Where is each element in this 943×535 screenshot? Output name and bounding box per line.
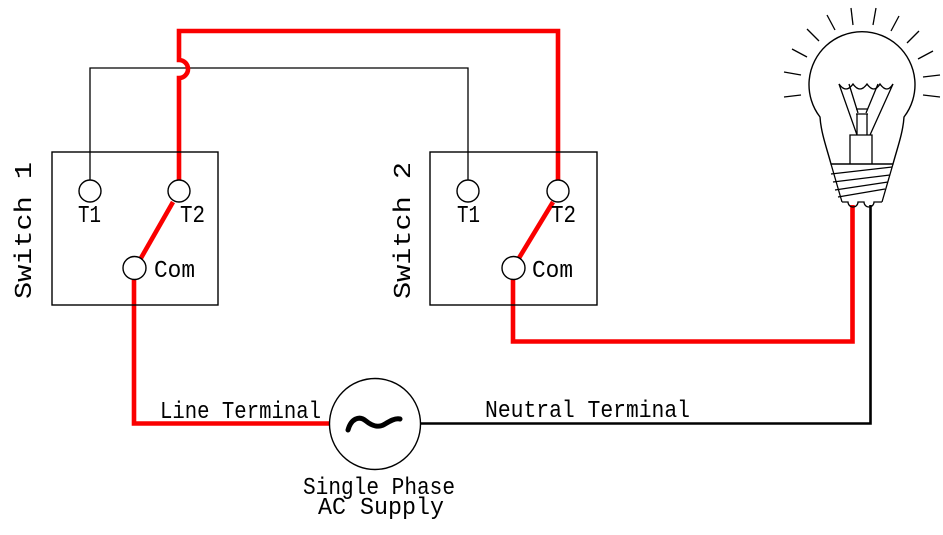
bulb-ray [850, 7, 854, 26]
light-bulb-icon [783, 7, 941, 208]
supply-label-line1: Single Phase [303, 475, 455, 502]
switch2-terminal-com-circle [501, 255, 526, 281]
bulb-ray [783, 71, 802, 76]
bulb-base [830, 163, 894, 208]
switch2-label: Switch 2 [391, 162, 418, 299]
live-wire-sw2-com-to-bulb [510, 205, 855, 344]
switch2-com-label: Com [532, 258, 573, 285]
switch1-com-label: Com [154, 258, 195, 285]
live-wires [131, 28, 855, 426]
bulb-ray [826, 14, 836, 31]
neutral-terminal-label: Neutral Terminal [485, 398, 690, 425]
bulb-ray [872, 7, 877, 26]
switch1-blade [139, 200, 175, 260]
bulb-rays [783, 7, 941, 98]
switch1-terminal-t1-circle [78, 179, 102, 203]
switch1-box [51, 151, 219, 306]
bulb-glass [808, 31, 916, 165]
bulb-ray [917, 50, 934, 60]
bulb-ray [890, 15, 900, 32]
bulb-ray [806, 28, 820, 42]
switch1-t2-label: T2 [180, 203, 205, 230]
switch2-terminal-t1-circle [456, 179, 480, 203]
switch2-t1-label: T1 [457, 203, 480, 230]
bulb-ray [906, 30, 920, 44]
switch1-terminal-com-circle [122, 255, 147, 281]
line-terminal-label: Line Terminal [160, 399, 321, 426]
traveler-wire-t1-to-t1 [89, 67, 469, 180]
bulb-ray [783, 94, 802, 98]
neutral-wire [420, 205, 872, 425]
switch2-t2-label: T2 [551, 203, 576, 230]
bulb-ray [791, 48, 808, 58]
switch2-terminal-t2-circle [546, 179, 570, 203]
supply-label-line2: AC Supply [318, 495, 444, 522]
bulb-threads [830, 166, 893, 198]
switch2-blade [517, 200, 555, 260]
switch1-terminal-t2-circle [167, 179, 191, 203]
live-wire-supply-to-sw1-com [131, 279, 330, 426]
switch2-box [429, 151, 598, 306]
ac-supply-icon [328, 377, 422, 471]
sine-wave-icon [345, 415, 403, 433]
bulb-ray [922, 94, 941, 98]
switch1-label: Switch 1 [12, 162, 39, 299]
live-wire-sw1-t2-to-sw2-t2 [176, 28, 561, 180]
bulb-ray [922, 74, 941, 78]
switch1-t1-label: T1 [78, 203, 101, 230]
bulb-filament [838, 82, 894, 164]
